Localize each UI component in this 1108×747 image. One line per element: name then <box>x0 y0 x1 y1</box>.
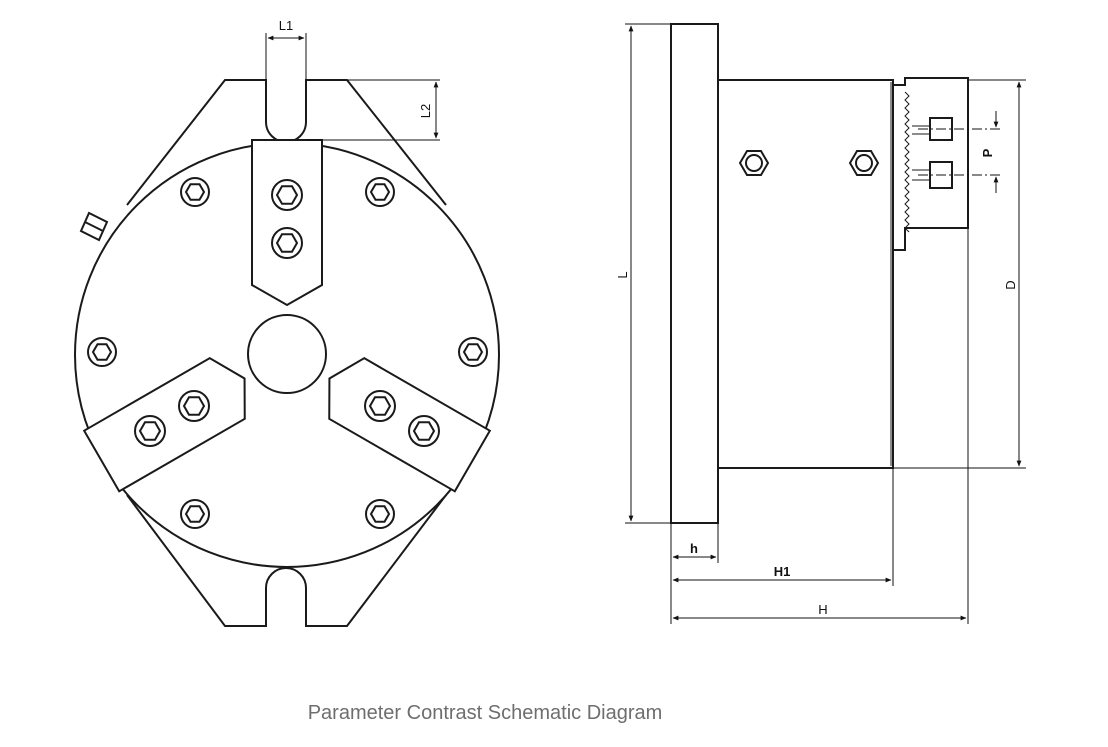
dim-label-D: D <box>1003 280 1018 289</box>
side-flange <box>670 23 719 524</box>
hex-bolt-icon <box>365 177 395 207</box>
centerlines <box>918 128 1000 176</box>
side-body <box>717 79 894 469</box>
side-serrations <box>904 91 910 233</box>
jaw-bolt-icon <box>271 179 303 211</box>
side-dimensions <box>625 23 1026 624</box>
hex-bolt-icon <box>87 337 117 367</box>
front-plate-bottom <box>126 494 447 627</box>
jaw-bolt-icon <box>364 390 396 422</box>
dim-label-L1: L1 <box>279 18 293 33</box>
hex-bolt-icon <box>365 499 395 529</box>
dim-label-L: L <box>615 271 630 278</box>
jaw-bolt-icon <box>408 415 440 447</box>
side-view <box>670 23 969 524</box>
center-bore <box>247 314 327 394</box>
hex-bolt-icon <box>180 177 210 207</box>
hex-bolt-icon <box>458 337 488 367</box>
dim-label-H: H <box>818 602 827 617</box>
side-pin <box>79 211 109 242</box>
dim-label-L2: L2 <box>418 104 433 118</box>
hex-bolt-icon <box>738 150 770 176</box>
front-dimensions <box>265 33 440 141</box>
jaw-bolt-icon <box>134 415 166 447</box>
diagram-caption: Parameter Contrast Schematic Diagram <box>307 702 663 724</box>
jaw-top <box>251 139 323 307</box>
side-bolts <box>738 150 880 176</box>
hex-bolt-icon <box>848 150 880 176</box>
front-bolts <box>87 177 488 529</box>
hex-bolt-icon <box>180 499 210 529</box>
jaw-bolt-icon <box>271 227 303 259</box>
dim-label-P: P <box>980 148 995 157</box>
dim-label-H1: H1 <box>774 564 791 579</box>
front-view <box>74 79 500 627</box>
jaw-bolt-icon <box>178 390 210 422</box>
dim-label-h: h <box>690 541 698 556</box>
